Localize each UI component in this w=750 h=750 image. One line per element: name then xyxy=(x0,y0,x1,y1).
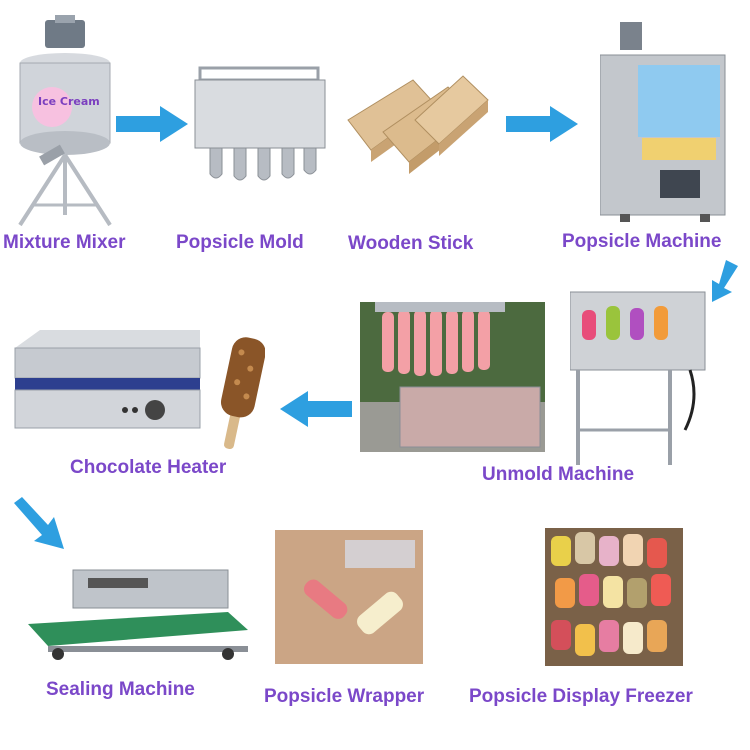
popsicle-mold-image xyxy=(194,66,326,181)
label-wooden-stick: Wooden Stick xyxy=(348,233,474,254)
arrow-icon xyxy=(712,260,738,302)
label-sealing-machine: Sealing Machine xyxy=(46,679,195,700)
arrow-icon xyxy=(116,106,188,142)
label-unmold-machine: Unmold Machine xyxy=(482,464,635,485)
arrow-icon xyxy=(280,391,352,427)
mixture-mixer-image: Ice Cream xyxy=(18,15,112,227)
label-popsicle-mold: Popsicle Mold xyxy=(176,232,304,253)
arrow-icon xyxy=(14,497,64,549)
label-mixture-mixer: Mixture Mixer xyxy=(3,232,126,253)
label-popsicle-machine: Popsicle Machine xyxy=(562,231,722,252)
popsicle-unmold-stand-image xyxy=(570,291,706,465)
label-chocolate-heater: Chocolate Heater xyxy=(70,457,227,478)
sealing-machine-image xyxy=(28,569,248,660)
label-popsicle-wrapper: Popsicle Wrapper xyxy=(264,686,425,707)
chocolate-heater-image xyxy=(14,330,201,429)
popsicle-wrapper-image xyxy=(275,530,423,664)
wooden-stick-image xyxy=(347,75,489,174)
unmold-machine-image xyxy=(360,302,545,452)
arrow-icon xyxy=(506,106,578,142)
chocolate-popsicle-image xyxy=(220,337,265,450)
popsicle-machine-image xyxy=(600,22,726,222)
label-display-freezer: Popsicle Display Freezer xyxy=(469,686,693,707)
display-freezer-image xyxy=(545,528,683,666)
mixer-logo-text: Ice Cream xyxy=(38,95,100,108)
